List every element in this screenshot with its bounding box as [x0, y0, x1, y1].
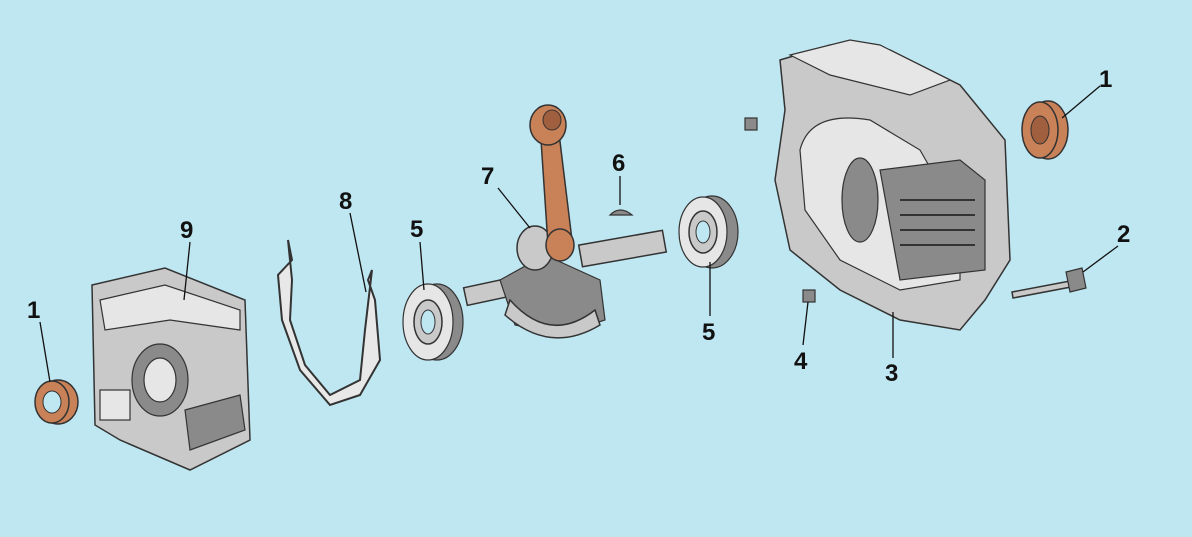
- crankcase-right[interactable]: [774, 39, 1011, 331]
- dowel-pins[interactable]: [744, 117, 816, 303]
- callout-9: 9: [180, 217, 193, 244]
- callout-labels: 1 9 8 5 7 6 5 4 3 1 2: [27, 66, 1130, 387]
- callout-3: 3: [885, 360, 898, 387]
- callout-8: 8: [339, 188, 352, 215]
- oil-seal-right[interactable]: [1021, 100, 1069, 160]
- gasket[interactable]: [276, 239, 382, 407]
- woodruff-key[interactable]: [608, 209, 634, 216]
- callout-6: 6: [612, 150, 625, 177]
- leader-lines: [39, 85, 1119, 383]
- crankcase-left[interactable]: [91, 267, 251, 471]
- callout-1-left: 1: [27, 297, 40, 324]
- callout-4: 4: [794, 348, 808, 375]
- callout-7: 7: [481, 163, 494, 190]
- crankshaft-assembly[interactable]: [462, 104, 668, 339]
- callout-2: 2: [1117, 221, 1130, 248]
- oil-seal-left[interactable]: [34, 379, 79, 425]
- bearing-right[interactable]: [678, 195, 739, 269]
- callout-5-right: 5: [702, 319, 715, 346]
- bolt[interactable]: [1011, 267, 1087, 299]
- bearing-left[interactable]: [402, 283, 464, 361]
- callout-1-right: 1: [1099, 66, 1112, 93]
- callout-5-left: 5: [410, 216, 423, 243]
